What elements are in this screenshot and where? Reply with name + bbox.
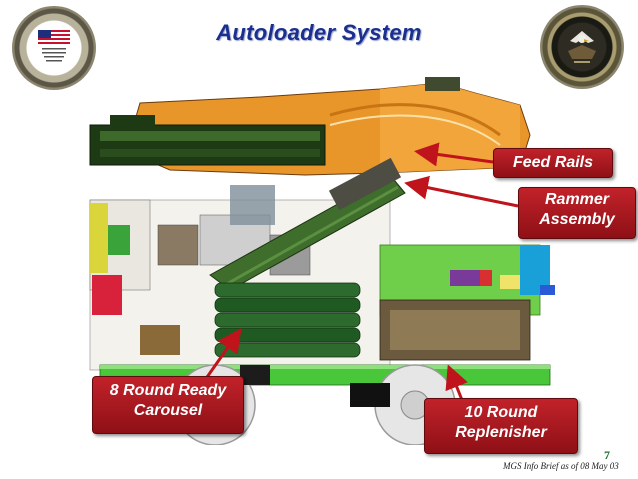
feed-rails-arrow [414, 142, 494, 167]
slide-title: Autoloader System [216, 20, 422, 45]
replenisher-callout: 10 Round Replenisher [424, 398, 578, 454]
replenisher-label-line2: Replenisher [455, 424, 547, 441]
rammer-assembly-label-line1: Rammer [544, 191, 610, 208]
project-manager-bct-seal-icon [540, 5, 624, 89]
ready-carousel-arrow [203, 328, 242, 381]
autoloader-cutaway-diagram [89, 77, 555, 445]
rammer-assembly-label-line2: Assembly [539, 211, 615, 228]
page-number: 7 [604, 448, 610, 462]
replenisher-label-line1: 10 Round [464, 404, 538, 421]
feed-rails-callout: Feed Rails [493, 148, 613, 178]
feed-rails-label: Feed Rails [512, 154, 594, 171]
rammer-assembly-callout: Rammer Assembly [518, 187, 636, 239]
ready-carousel-callout: 8 Round Ready Carousel [92, 376, 244, 434]
footer-caption: MGS Info Brief as of 08 May 03 [503, 461, 619, 471]
rammer-assembly-arrow [404, 175, 519, 208]
peo-gcs-seal-icon [12, 6, 96, 90]
ready-carousel-label-line1: 8 Round Ready [109, 382, 227, 399]
ready-carousel-label-line2: Carousel [133, 402, 203, 419]
replenisher-arrow [445, 364, 468, 401]
